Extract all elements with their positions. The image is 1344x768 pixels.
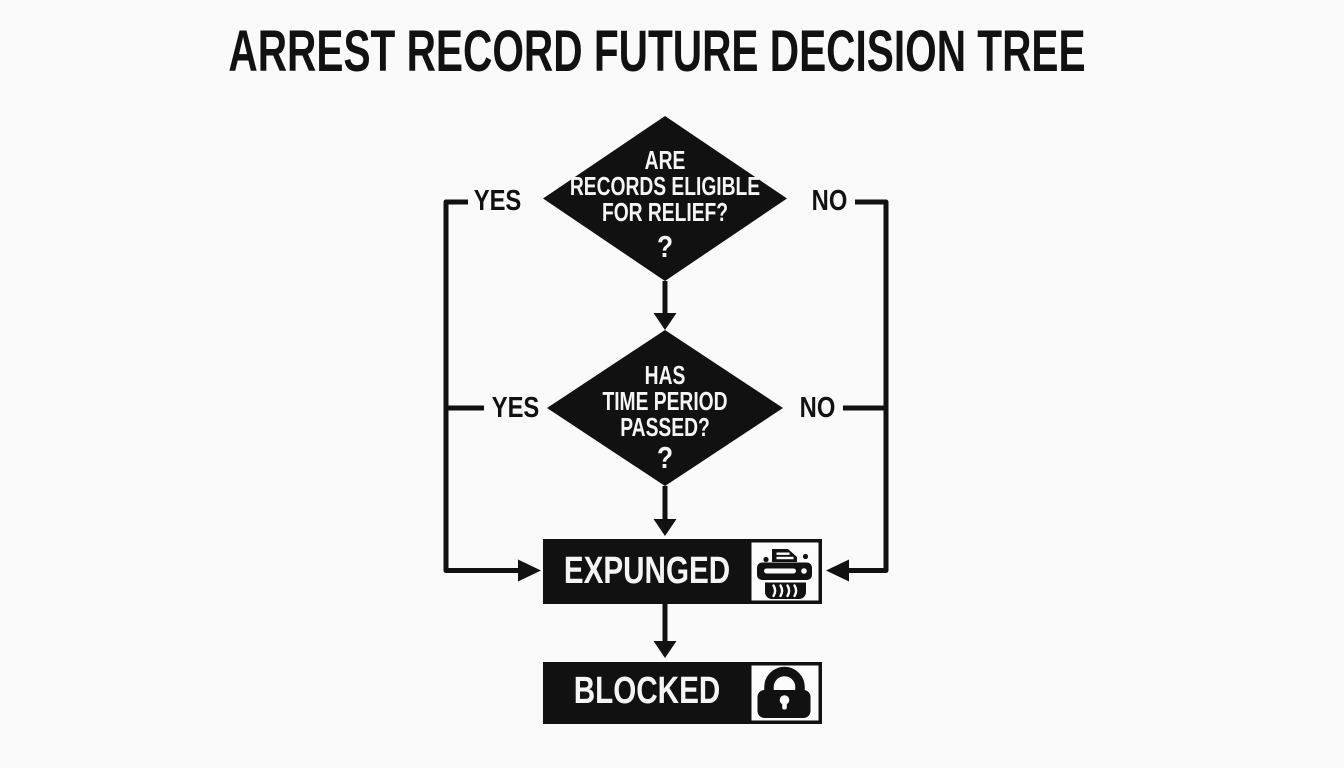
decision-1-line-3: FOR RELIEF?: [601, 197, 729, 227]
connector-no-branch: [848, 199, 889, 573]
shredder-strip-1: [772, 584, 777, 598]
decision-1-line-1: ARE: [644, 145, 686, 175]
shredder-dot-right: [802, 553, 809, 560]
decision-1-diamond: [543, 116, 787, 281]
no-label-1: NO: [811, 185, 848, 217]
arrowhead-down-3: [653, 641, 677, 658]
shredder-icon: [757, 549, 812, 599]
page-title: ARREST RECORD FUTURE DECISION TREE: [228, 19, 1086, 84]
yes-label-2: YES: [491, 392, 540, 424]
lock-shackle: [764, 666, 805, 693]
shredder-strip-3: [786, 584, 791, 598]
decision-1-question-mark: ?: [656, 229, 674, 264]
arrowhead-right: [518, 559, 541, 582]
decision-2-diamond: [547, 330, 783, 486]
shredder-paper-line-1: [776, 552, 790, 555]
decision-1-text: ARE RECORDS ELIGIBLE FOR RELIEF?: [554, 147, 776, 225]
blocked-label: BLOCKED: [573, 670, 721, 712]
decision-2-line-3: PASSED?: [620, 412, 710, 442]
lock-keyhole-circle: [779, 695, 790, 705]
shredder-basket: [765, 582, 806, 599]
yes-label-1: YES: [473, 185, 522, 217]
arrowhead-down-1: [653, 313, 677, 330]
lock-keyhole-stem: [782, 701, 787, 710]
no-label-2: NO: [799, 392, 836, 424]
decision-2-text: HAS TIME PERIOD PASSED?: [554, 362, 776, 440]
connector-yes-branch: [443, 199, 519, 573]
shredder-button: [801, 568, 807, 574]
shredder-dot-left: [763, 556, 769, 563]
decision-2-line-2: TIME PERIOD: [602, 386, 728, 416]
arrowhead-down-2: [653, 519, 677, 536]
decision-2-line-1: HAS: [644, 360, 686, 390]
expunged-label: EXPUNGED: [563, 550, 731, 592]
shredder-slot: [764, 568, 796, 574]
shredder-strip-4: [793, 584, 798, 598]
decision-2-question-mark: ?: [656, 440, 674, 475]
lock-icon: [757, 666, 811, 718]
shredder-strip-2: [779, 584, 784, 598]
decision-1-line-2: RECORDS ELIGIBLE: [569, 171, 761, 201]
shredder-paper-line-2: [776, 556, 794, 560]
arrowhead-left: [826, 559, 849, 582]
